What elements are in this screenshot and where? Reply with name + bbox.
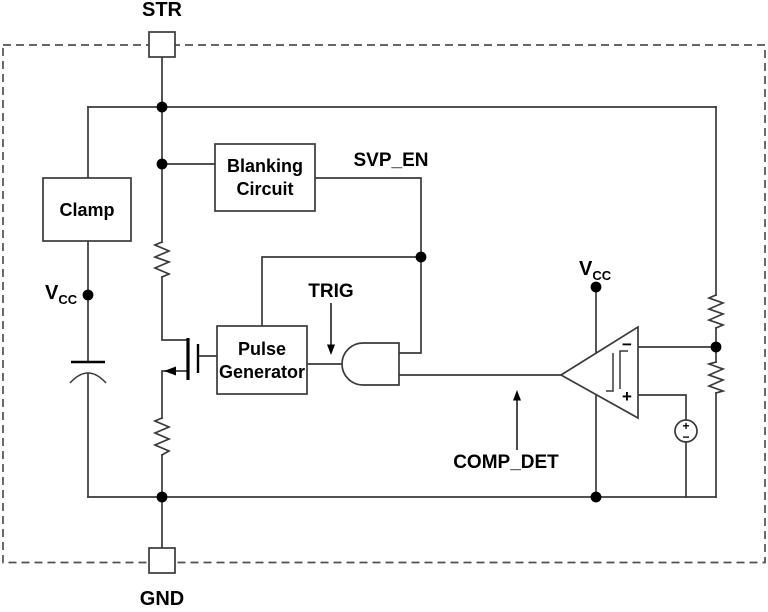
pulse-generator-block: Pulse Generator	[216, 325, 308, 395]
mosfet	[164, 338, 200, 380]
wire-mosfet-source	[161, 370, 189, 419]
svp-en-label: SVP_EN	[354, 150, 429, 171]
resistors	[152, 240, 726, 457]
comparator-triangle	[559, 325, 639, 420]
trig-label: TRIG	[308, 281, 353, 302]
junction-dot	[82, 289, 94, 301]
and-gate	[341, 342, 400, 386]
pulse-generator-box	[216, 325, 308, 395]
junction-dot	[710, 341, 722, 353]
comp-det-arrow	[513, 390, 521, 450]
voltage-source-circle	[674, 419, 698, 443]
voltage-source-minus: −	[682, 430, 689, 444]
wire-svp-en	[261, 177, 422, 354]
capacitor-plate-bottom	[69, 372, 107, 384]
comparator-noninverting-label: +	[622, 387, 632, 406]
vcc-main: V	[579, 258, 593, 280]
arrow-down-icon	[327, 344, 335, 355]
vcc-left-label: VCC	[45, 282, 78, 307]
pulse-generator-label-line2: Generator	[219, 362, 305, 382]
voltage-source-plus: +	[682, 419, 689, 433]
blanking-label-line1: Blanking	[227, 156, 303, 176]
blanking-label-line2: Circuit	[236, 179, 293, 199]
str-pin-label: STR	[142, 0, 183, 21]
wire-mosfet-drain	[161, 276, 189, 341]
junction-dot	[156, 491, 168, 503]
resistor-divider-upper	[706, 293, 726, 330]
junction-dot	[590, 281, 602, 293]
vcc-right-label: VCC	[579, 258, 612, 283]
resistor-divider-lower	[706, 360, 726, 395]
wire-noninverting-input	[638, 394, 687, 498]
comparator: − +	[559, 325, 639, 420]
vcc-main: V	[45, 282, 59, 304]
hysteresis-icon	[606, 350, 628, 392]
arrow-up-icon	[513, 390, 521, 401]
blanking-circuit-block: Blanking Circuit	[214, 143, 316, 212]
resistor-source-lower	[152, 416, 172, 457]
chip-boundary	[2, 44, 766, 564]
gnd-pin-label: GND	[140, 588, 184, 610]
gnd-pad	[148, 547, 176, 574]
trig-arrow	[327, 303, 335, 355]
mosfet-arrow-icon	[164, 366, 176, 376]
comp-det-label: COMP_DET	[453, 452, 559, 473]
junction-dot	[156, 101, 168, 113]
resistor-str-upper	[152, 240, 172, 279]
junction-dot	[590, 491, 602, 503]
comparator-inverting-label: −	[622, 335, 632, 354]
clamp-box	[42, 177, 132, 242]
str-pad	[148, 31, 176, 58]
blanking-box	[214, 143, 316, 212]
capacitor-vcc	[69, 360, 107, 384]
junction-dots	[82, 101, 722, 503]
junction-dot	[415, 251, 427, 263]
clamp-block: Clamp	[42, 177, 132, 242]
vcc-subscript: CC	[58, 292, 77, 307]
voltage-source: + −	[674, 419, 698, 444]
pulse-generator-label-line1: Pulse	[238, 339, 286, 359]
junction-dot	[156, 158, 168, 170]
vcc-subscript: CC	[592, 268, 611, 283]
clamp-label: Clamp	[59, 200, 114, 220]
wires	[87, 56, 717, 549]
